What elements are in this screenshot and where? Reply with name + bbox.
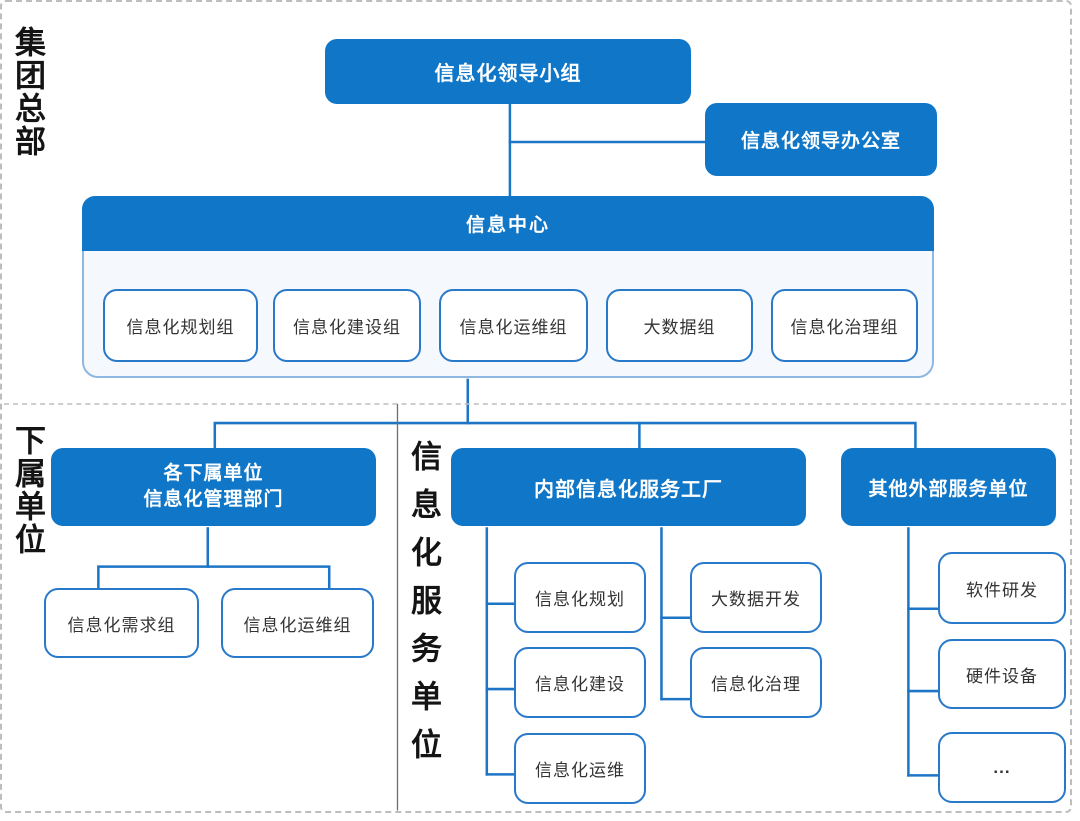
node-big-data-team: 大数据组 — [606, 289, 753, 362]
node-factory-big-data-dev: 大数据开发 — [690, 562, 822, 633]
node-factory-it-planning: 信息化规划 — [514, 562, 646, 633]
node-internal-service-factory: 内部信息化服务工厂 — [451, 448, 806, 526]
node-subordinate-it-dept: 各下属单位 信息化管理部门 — [51, 448, 376, 526]
section-label-headquarters: 集团总部 — [10, 26, 45, 158]
node-more-ellipsis: ... — [938, 732, 1066, 803]
node-it-operations-team: 信息化运维组 — [439, 289, 588, 362]
node-software-rd: 软件研发 — [938, 552, 1066, 624]
section-label-service-units: 信息化服务单位 — [406, 440, 441, 776]
node-hardware-equipment: 硬件设备 — [938, 639, 1066, 709]
subordinate-dept-line1: 各下属单位 — [163, 463, 264, 485]
node-it-governance-team: 信息化治理组 — [771, 289, 918, 362]
node-factory-it-governance: 信息化治理 — [690, 647, 822, 718]
section-label-subordinate-units: 下属单位 — [10, 424, 45, 556]
node-it-planning-team: 信息化规划组 — [103, 289, 258, 362]
node-leadership-group: 信息化领导小组 — [325, 39, 691, 104]
node-it-construction-team: 信息化建设组 — [273, 289, 421, 362]
node-factory-it-construction: 信息化建设 — [514, 647, 646, 718]
node-external-service-units: 其他外部服务单位 — [841, 448, 1056, 526]
subordinate-dept-line2: 信息化管理部门 — [143, 489, 284, 510]
node-info-center: 信息中心 — [82, 196, 934, 251]
node-leadership-office: 信息化领导办公室 — [705, 103, 937, 176]
node-subordinate-it-operations-team: 信息化运维组 — [221, 588, 374, 658]
node-it-demand-team: 信息化需求组 — [44, 588, 199, 658]
node-factory-it-operations: 信息化运维 — [514, 733, 646, 804]
